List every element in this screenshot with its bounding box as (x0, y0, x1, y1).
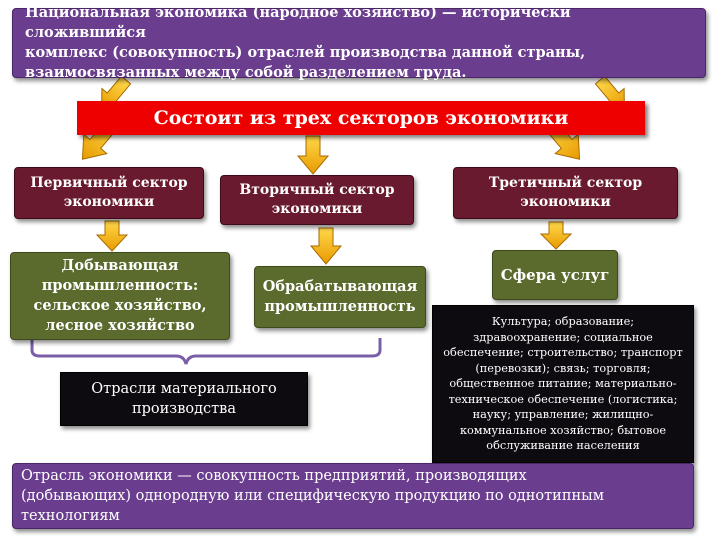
arrow-to-secondary (296, 135, 330, 175)
tertiary-sector-line-1: Третичный сектор (488, 175, 643, 191)
arrow-to-services (539, 221, 573, 250)
material-production-box: Отрасли материального производства (60, 372, 308, 426)
material-production-line-1: Отрасли материального (91, 381, 277, 397)
services-list-line: техническое обеспечение (логистика; (448, 392, 678, 406)
mining-line-2: промышленность: (41, 277, 199, 294)
services-list-line: общественное питание; материально- (449, 377, 677, 391)
services-list-line: обслуживание населения (486, 439, 640, 453)
arrow-to-manufacturing (309, 227, 343, 265)
mining-line-4: лесное хозяйство (45, 317, 195, 334)
services-list-line: Культура; образование; (491, 315, 635, 329)
national-economy-definition: Национальная экономика (народное хозяйст… (12, 4, 706, 81)
industry-definition: Отрасль экономики — совокупность предпри… (12, 463, 694, 529)
tertiary-sector-line-2: экономики (520, 194, 611, 210)
services-list-line: здравоохранение; социальное (473, 330, 653, 344)
secondary-sector-line-1: Вторичный сектор (239, 182, 395, 198)
banner-text: Состоит из трех секторов экономики (153, 107, 569, 129)
primary-sector-line-1: Первичный сектор (30, 175, 188, 191)
arrow-to-mining (95, 220, 129, 252)
manufacturing-industry-box: Обрабатывающая промышленность (254, 266, 426, 328)
services-list-line: коммунальное хозяйство; бытовое (459, 423, 667, 437)
definition-line-1: Национальная экономика (народное хозяйст… (25, 4, 571, 41)
three-sectors-banner: Состоит из трех секторов экономики (77, 101, 645, 135)
services-list-box: Культура; образование; здравоохранение; … (432, 305, 694, 463)
mining-line-1: Добывающая (61, 257, 179, 274)
services-label: Сфера услуг (500, 266, 610, 284)
manufacturing-line-2: промышленность (264, 298, 416, 315)
services-list-line: (перевозки); связь; торговля; (475, 361, 651, 375)
primary-sector-line-2: экономики (63, 194, 155, 210)
manufacturing-line-1: Обрабатывающая (262, 278, 418, 295)
definition-line-3: взаимосвязанных между собой разделением … (25, 64, 467, 81)
secondary-sector-line-2: экономики (271, 201, 363, 217)
services-list-line: науку; управление; жилищно- (472, 408, 654, 422)
services-box: Сфера услуг (492, 250, 618, 300)
grouping-bracket (30, 338, 382, 365)
mining-industry-box: Добывающая промышленность: сельское хозя… (10, 252, 230, 340)
material-production-line-2: производства (131, 401, 236, 417)
definition-line-2: комплекс (совокупность) отраслей произво… (25, 44, 586, 61)
tertiary-sector-box: Третичный сектор экономики (453, 167, 678, 219)
industry-definition-line-1: Отрасль экономики — совокупность предпри… (21, 468, 527, 484)
primary-sector-box: Первичный сектор экономики (14, 167, 204, 219)
services-list-line: обеспечение; строительство; транспорт (443, 346, 683, 360)
secondary-sector-box: Вторичный сектор экономики (220, 175, 414, 225)
industry-definition-line-3: технологиям (21, 508, 120, 524)
industry-definition-line-2: (добывающих) однородную или специфическу… (21, 488, 604, 504)
mining-line-3: сельское хозяйство, (33, 297, 207, 314)
